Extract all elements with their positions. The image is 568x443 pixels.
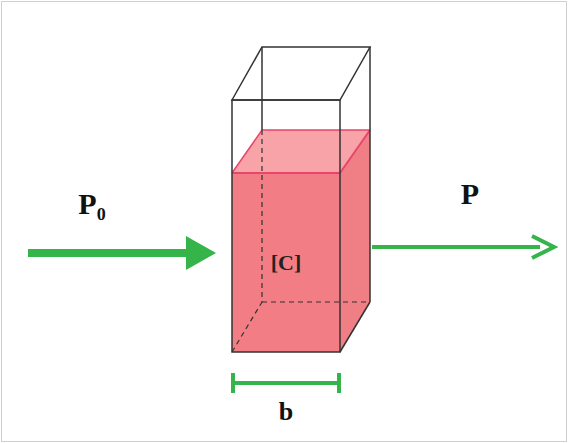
liquid-line (262, 129, 370, 131)
arrow-head (532, 236, 554, 258)
transmitted-power-label: P (461, 179, 479, 209)
liquid-line (232, 130, 262, 173)
hidden-edges (232, 130, 370, 352)
arrow-head (186, 236, 216, 270)
cuvette-sample: [C] (232, 173, 340, 352)
path-length-label: b (279, 399, 293, 425)
path-length-bracket (232, 373, 340, 393)
incident-power-label: P₀ (78, 189, 105, 219)
cuvette-outline (232, 47, 370, 352)
incident-beam (28, 249, 190, 257)
liquid-side (340, 130, 370, 352)
concentration-label: [C] (271, 250, 302, 276)
transmitted-beam (372, 245, 540, 249)
liquid-line (232, 172, 340, 174)
liquid-front (232, 173, 340, 352)
liquid-line (340, 130, 370, 173)
